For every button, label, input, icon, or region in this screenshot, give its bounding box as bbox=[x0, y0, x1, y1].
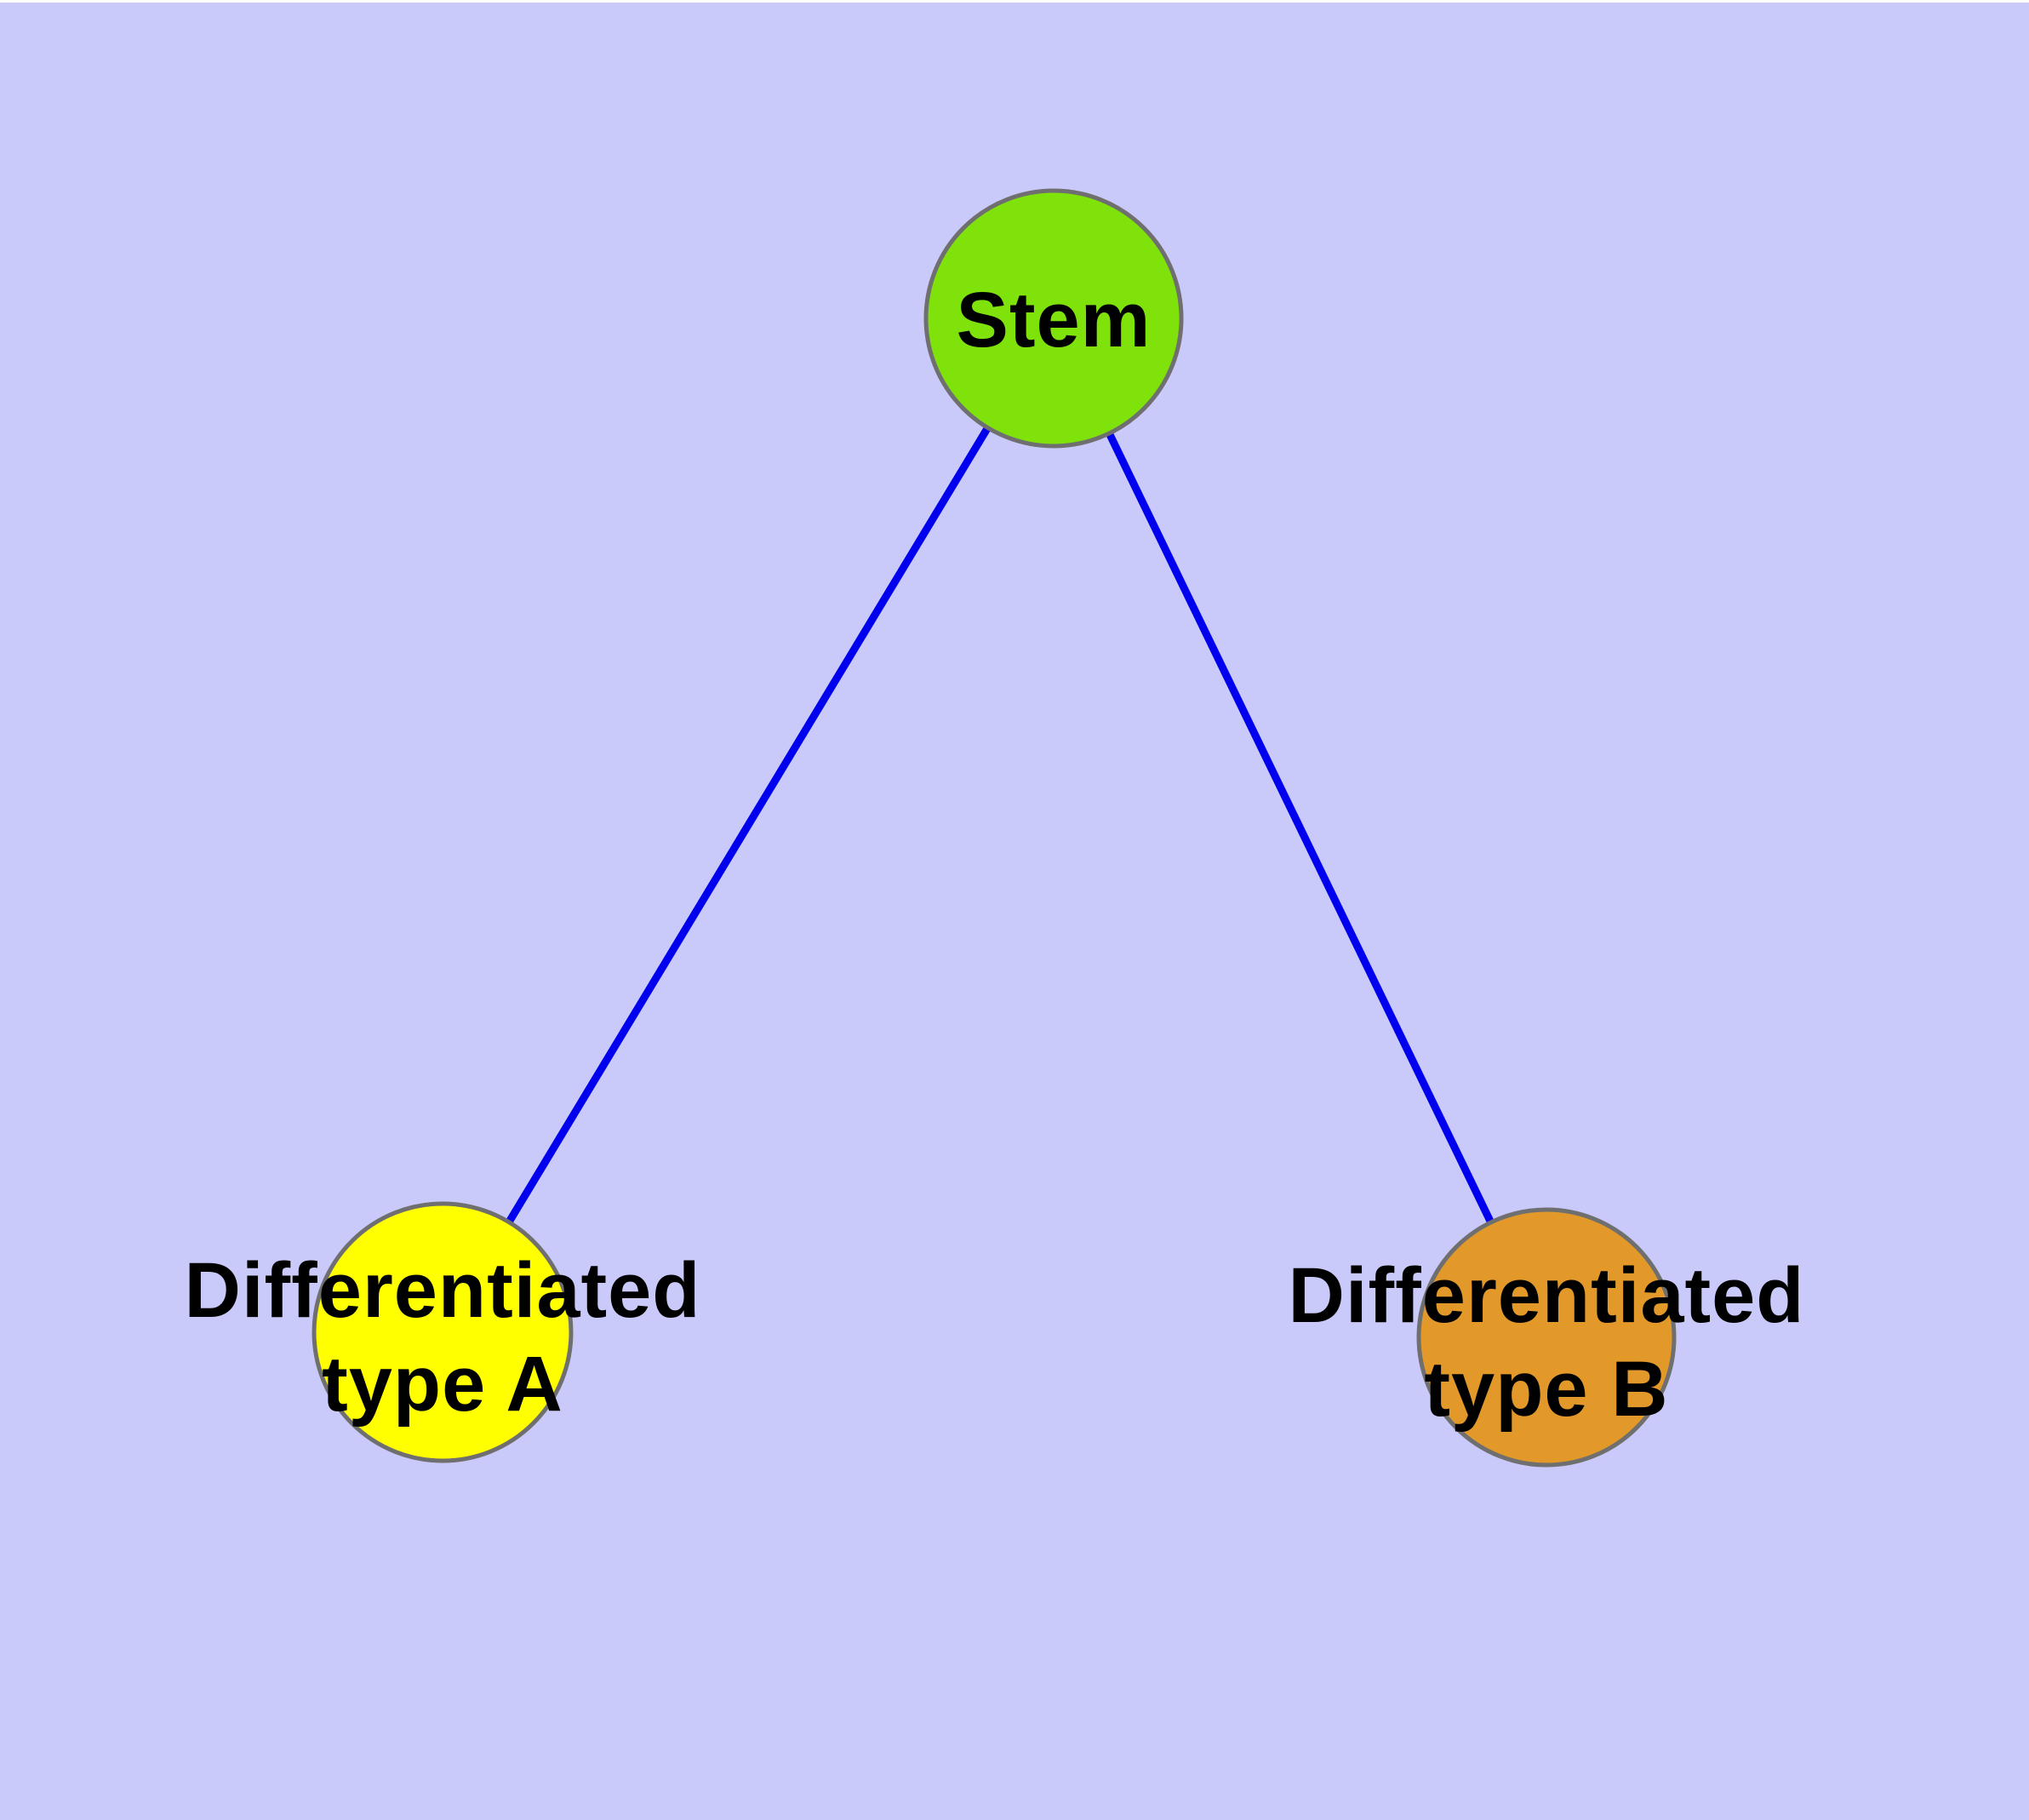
node-type-b-label-line-2: type B bbox=[1424, 1346, 1668, 1433]
node-stem-label: Stem bbox=[957, 277, 1152, 363]
node-stem[interactable] bbox=[923, 188, 1184, 449]
node-type-a-label-line-1: Differentiated bbox=[185, 1247, 701, 1334]
node-differentiated-type-b[interactable] bbox=[1416, 1207, 1677, 1468]
node-type-b-label-line-1: Differentiated bbox=[1289, 1252, 1805, 1339]
node-type-a-label-line-2: type A bbox=[322, 1341, 563, 1428]
edge-stem-to-type-a bbox=[439, 316, 1057, 1335]
edge-stem-to-type-b bbox=[1049, 317, 1551, 1339]
node-differentiated-type-a[interactable] bbox=[311, 1201, 574, 1463]
